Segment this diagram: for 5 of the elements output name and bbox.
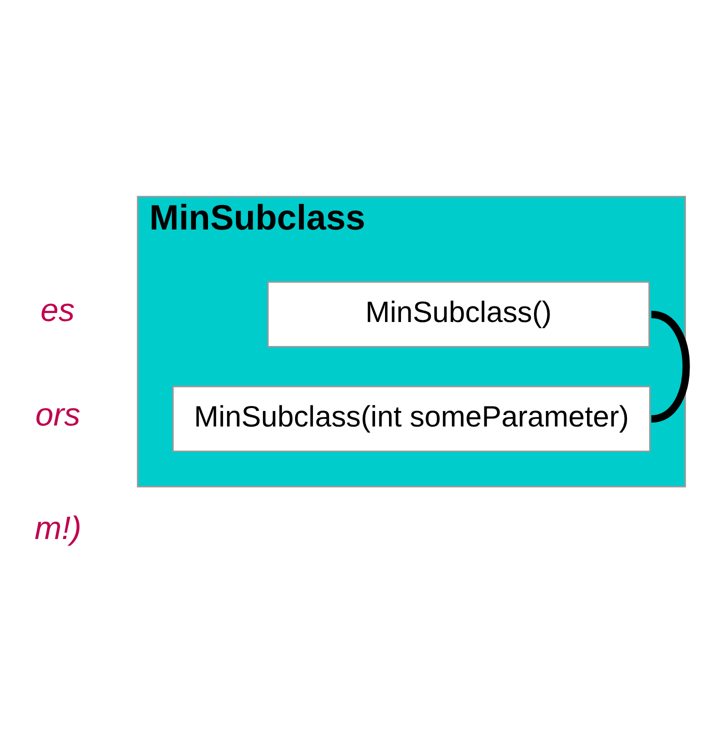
node-box: MinSubclass(int someParameter) [172, 386, 651, 452]
node-box: MinSubclass() [267, 281, 650, 348]
label: es [40, 292, 75, 328]
label: ors [35, 396, 80, 433]
label: m!) [34, 510, 82, 546]
